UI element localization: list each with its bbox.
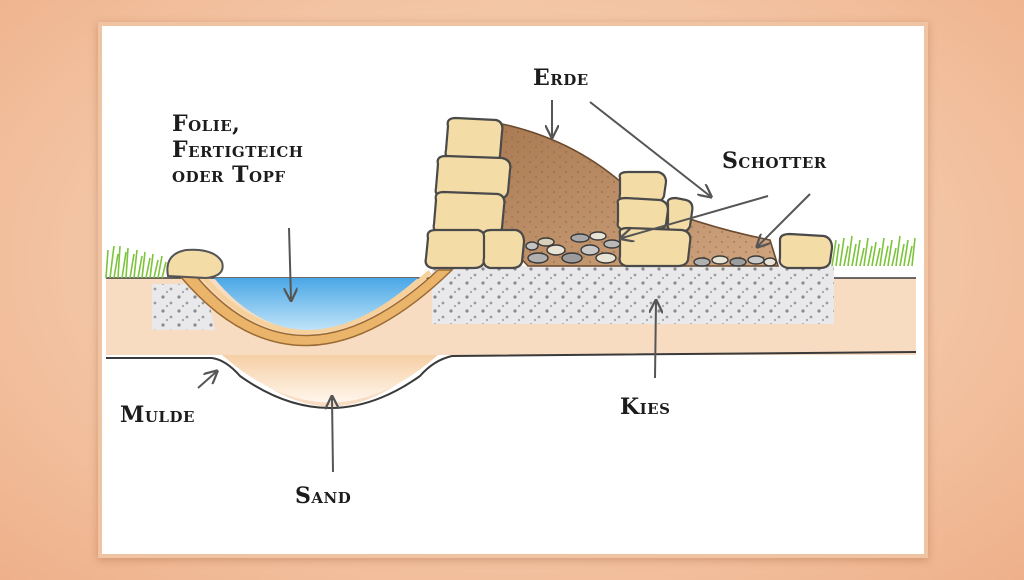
sand-layer xyxy=(222,355,438,403)
label-schotter: Schotter xyxy=(722,149,827,175)
grass-right xyxy=(832,236,915,266)
label-sand: Sand xyxy=(295,484,351,510)
edge-stone-left xyxy=(167,250,222,278)
arrow-mulde xyxy=(198,372,216,388)
mulde-outline xyxy=(106,352,916,408)
arrow-kies xyxy=(655,302,656,378)
label-kies: Kies xyxy=(620,395,670,421)
arrow-sand xyxy=(332,398,333,472)
label-folie-line-1: Folie, xyxy=(172,112,303,138)
label-mulde: Mulde xyxy=(120,403,195,429)
label-folie-line-3: oder Topf xyxy=(172,163,303,189)
stone-wall-middle xyxy=(618,172,693,266)
label-folie: Folie, Fertigteich oder Topf xyxy=(172,112,303,189)
grass-left xyxy=(106,246,166,278)
label-folie-line-2: Fertigteich xyxy=(172,138,303,164)
edge-stone-right xyxy=(780,234,832,268)
label-erde: Erde xyxy=(533,66,589,92)
